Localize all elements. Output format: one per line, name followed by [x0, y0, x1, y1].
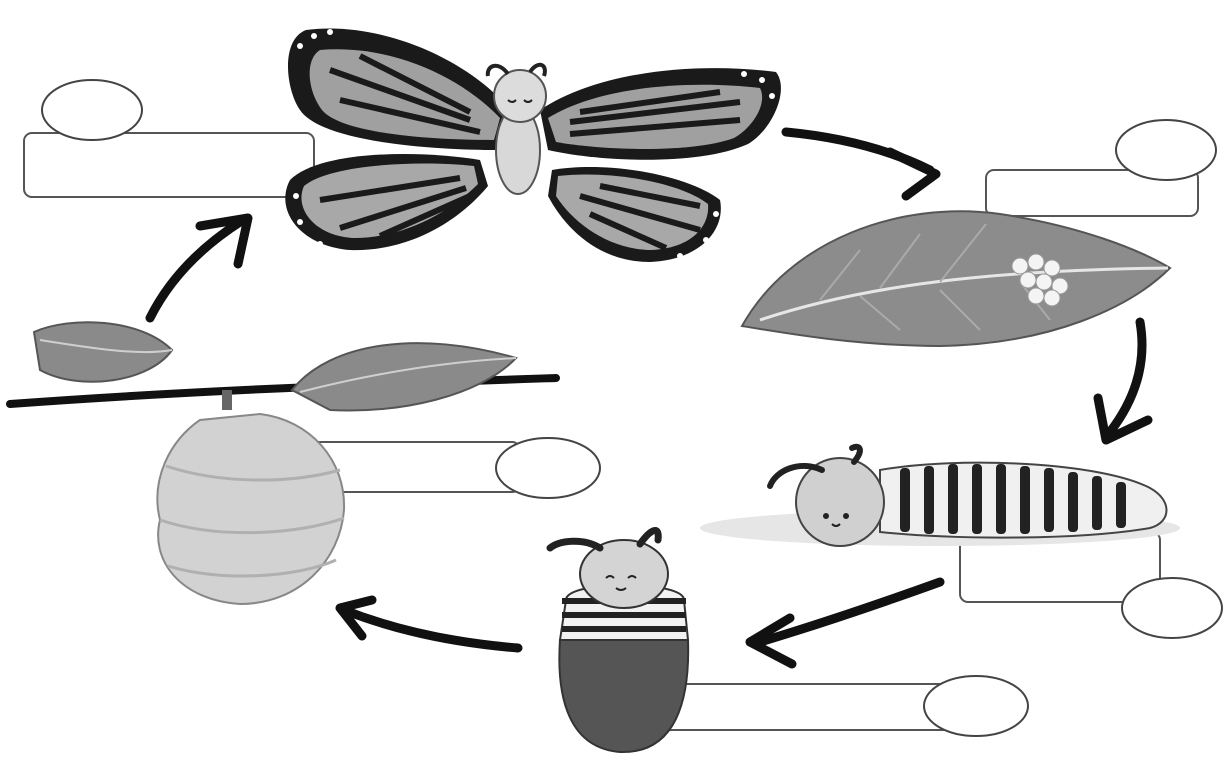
answer-box-adult[interactable] — [24, 133, 314, 197]
butterfly-icon — [285, 28, 781, 262]
chrysalis-icon — [157, 414, 344, 604]
answer-box-prepupa[interactable] — [660, 684, 960, 730]
cycle-arrow-larva-to-prepupa — [750, 582, 940, 664]
answer-slot-adult — [24, 80, 314, 197]
answer-circle-adult[interactable] — [42, 80, 142, 140]
caterpillar-icon — [700, 447, 1180, 546]
answer-slot-pupa — [300, 438, 600, 498]
cycle-arrow-eggs-to-larva — [1098, 322, 1148, 440]
answer-circle-larva[interactable] — [1122, 578, 1222, 638]
cycle-arrow-prepupa-to-pupa — [340, 600, 518, 648]
cycle-arrow-pupa-to-adult — [150, 218, 248, 318]
answer-circle-prepupa[interactable] — [924, 676, 1028, 736]
egg-leaf-icon — [742, 211, 1170, 346]
chrysalis-branch-icon — [10, 322, 556, 410]
answer-slot-eggs — [986, 120, 1216, 216]
cycle-arrow-adult-to-eggs — [786, 132, 936, 196]
answer-slot-larva — [960, 532, 1222, 638]
answer-slot-prepupa — [660, 676, 1028, 736]
answer-circle-pupa[interactable] — [496, 438, 600, 498]
answer-circle-eggs[interactable] — [1116, 120, 1216, 180]
emerging-pupa-icon — [550, 530, 688, 752]
